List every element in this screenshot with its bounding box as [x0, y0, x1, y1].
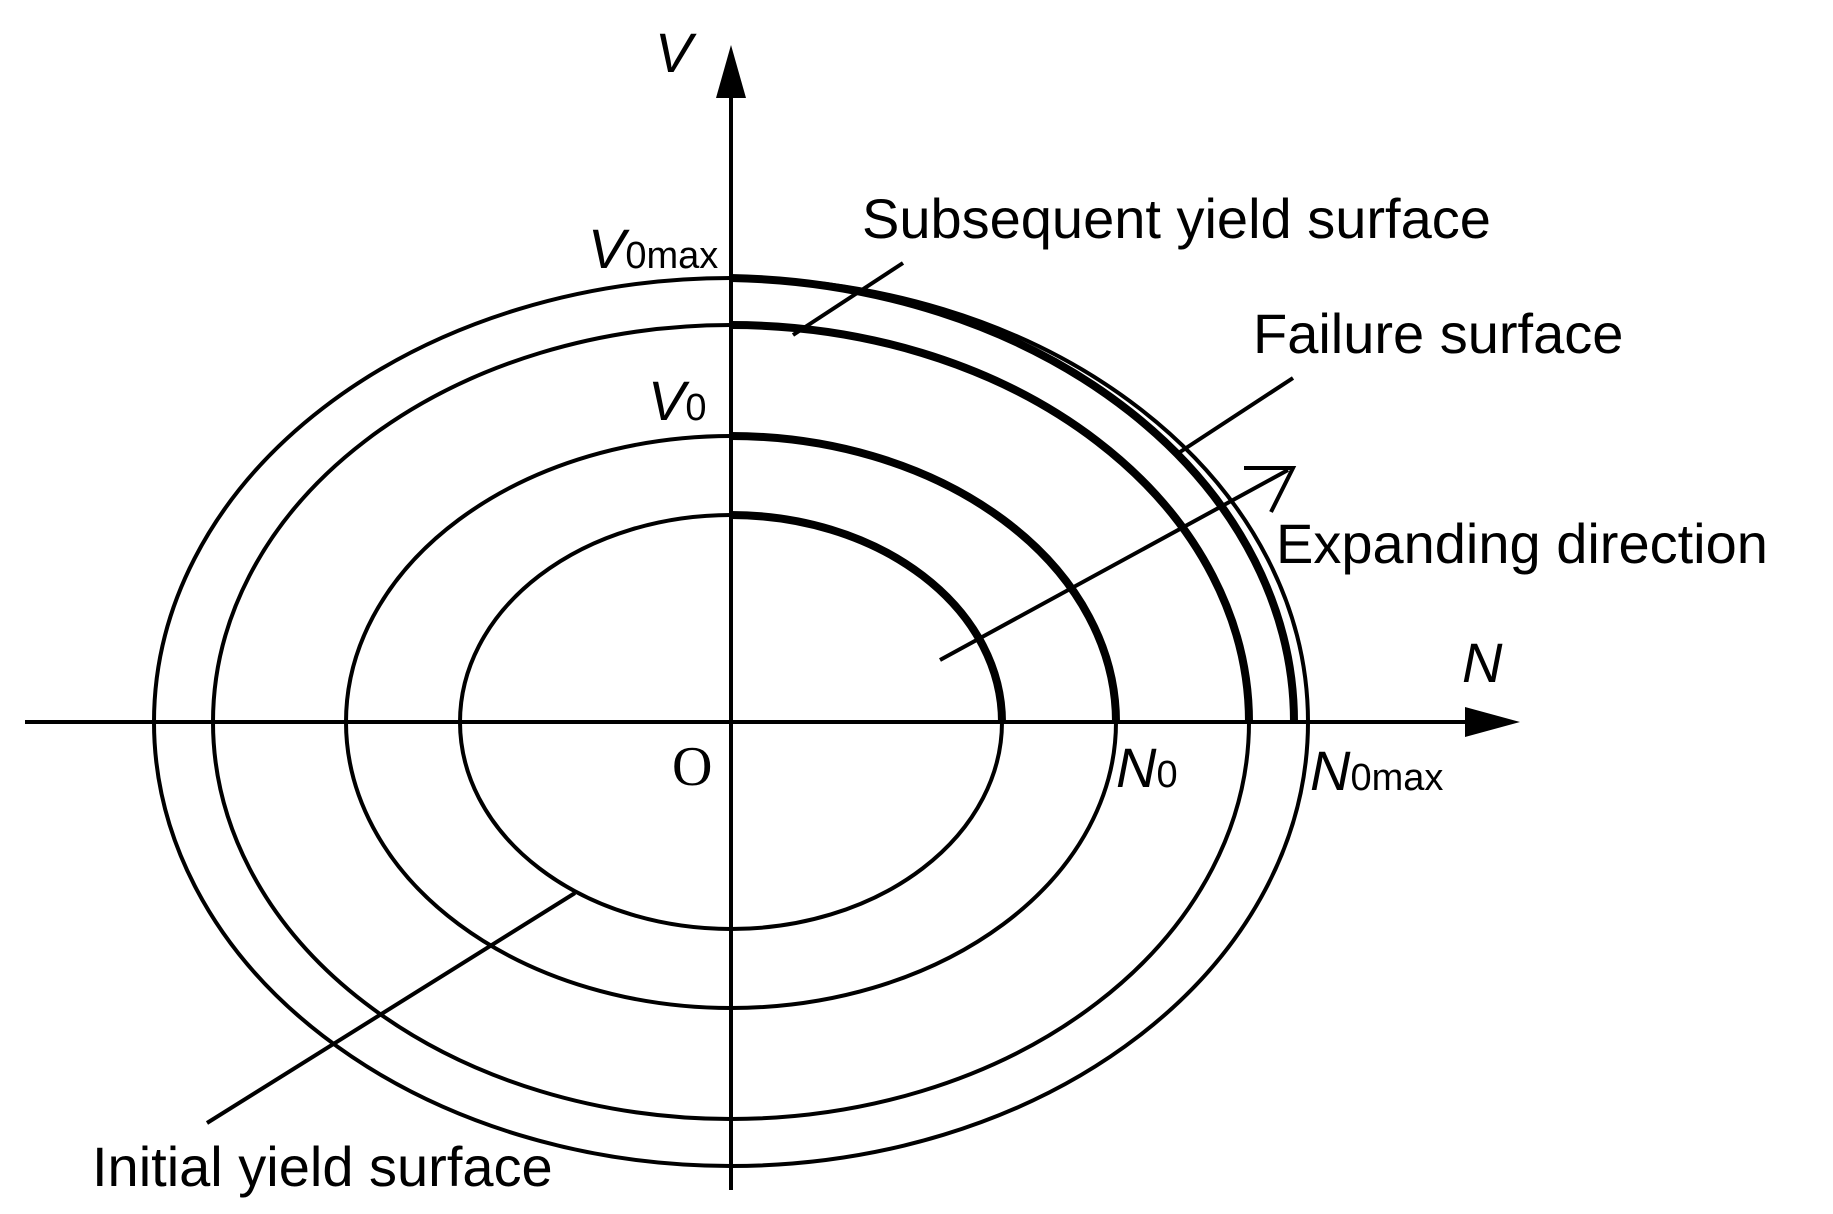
n-axis-label: N [1462, 631, 1503, 694]
n0-marker: N0 [1116, 736, 1178, 799]
subsequent-leader [791, 261, 905, 337]
v-axis-arrowhead [716, 45, 746, 98]
expanding-arrow-shaft [939, 468, 1289, 662]
failure-leader [1178, 376, 1295, 454]
v0-sub: 0 [685, 387, 706, 429]
v0-marker: V0 [648, 369, 707, 432]
axes [25, 95, 1470, 1190]
initial-yield-surface-label: Initial yield surface [92, 1135, 553, 1198]
third-thick-arc [730, 432, 1120, 723]
expanding-direction-label: Expanding direction [1276, 512, 1768, 575]
v0-main: V [648, 369, 690, 432]
v0max-main: V [588, 217, 630, 280]
thick-quadrant-arcs [730, 274, 1298, 723]
second-thick-arc [730, 321, 1253, 723]
n0-sub: 0 [1156, 754, 1177, 796]
expanding-arrowhead [1244, 466, 1297, 513]
n0max-main: N [1310, 739, 1351, 802]
initial-leader [205, 891, 577, 1125]
n0-main: N [1116, 736, 1157, 799]
n0max-sub: 0max [1350, 757, 1443, 799]
origin-label: O [672, 736, 712, 798]
subsequent-yield-surface-label: Subsequent yield surface [862, 187, 1491, 250]
v0max-sub: 0max [625, 235, 718, 277]
leader-lines [205, 261, 1297, 1125]
n-axis-arrowhead [1465, 707, 1520, 737]
failure-surface-label: Failure surface [1253, 302, 1623, 365]
n0max-marker: N0max [1310, 739, 1443, 802]
outer-thick-arc [730, 274, 1298, 723]
v0max-marker: V0max [588, 217, 718, 280]
inner-thick-arc [730, 511, 1006, 723]
v-axis-label: V [655, 21, 697, 84]
